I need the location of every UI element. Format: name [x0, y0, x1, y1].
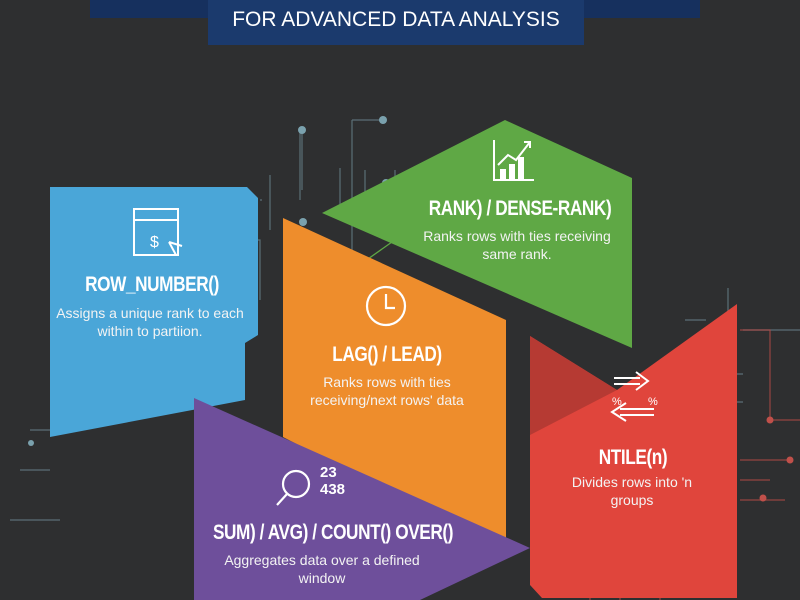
desc-line: Aggregates data over a defined: [224, 552, 420, 568]
card-lag-lead-shape: [283, 218, 506, 552]
desc-line: within to partiion.: [97, 323, 203, 339]
card-aggregate-shape: [194, 398, 530, 600]
card-rank-title: RANK) / DENSE-RANK): [428, 197, 612, 220]
card-aggregate-desc: Aggregates data over a defined window: [224, 551, 419, 587]
card-rank-shape: [322, 120, 632, 348]
card-aggregate-title: SUM) / AVG) / COUNT() OVER(): [212, 521, 454, 544]
percent-arrows-icon: [610, 371, 654, 422]
icon-numbers: 23 438: [320, 464, 345, 498]
bar-chart-trend-icon: [493, 140, 534, 181]
card-ntile-desc: Divides rows into 'n groups: [572, 473, 692, 509]
card-ntile-title: NTILE(n): [598, 446, 668, 469]
page-subtitle: FOR ADVANCED DATA ANALYSIS: [232, 8, 560, 31]
title-banner: [208, 0, 584, 45]
magnifier-numbers-icon: [276, 469, 311, 506]
desc-line: Ranks rows with ties: [323, 374, 451, 390]
desc-line: Divides rows into 'n: [571, 474, 693, 490]
desc-line: receiving/next rows' data: [310, 392, 464, 408]
card-row-number-shape: [50, 187, 258, 437]
card-ntile-fold: [530, 336, 617, 435]
svg-text:$: $: [150, 234, 159, 251]
desc-line: groups: [610, 492, 654, 508]
desc-line: window: [298, 570, 346, 586]
desc-line: Assigns a unique rank to each: [56, 305, 244, 321]
desc-line: Ranks rows with ties receiving: [423, 228, 611, 244]
icon-number-2: 438: [320, 481, 346, 498]
clock-icon: [365, 285, 407, 327]
card-lag-lead-title: LAG() / LEAD): [332, 343, 442, 366]
icon-number-1: 23: [320, 464, 337, 481]
desc-line: same rank.: [482, 246, 552, 262]
percent-left: %: [612, 396, 622, 408]
card-lag-lead-desc: Ranks rows with ties receiving/next rows'…: [310, 373, 464, 409]
browser-dollar-cursor-icon: $: [133, 208, 183, 256]
percent-right: %: [648, 396, 658, 408]
card-rank-desc: Ranks rows with ties receiving same rank.: [423, 227, 611, 263]
card-row-number-title: ROW_NUMBER(): [85, 273, 219, 296]
card-row-number-desc: Assigns a unique rank to each within to p…: [56, 304, 244, 340]
